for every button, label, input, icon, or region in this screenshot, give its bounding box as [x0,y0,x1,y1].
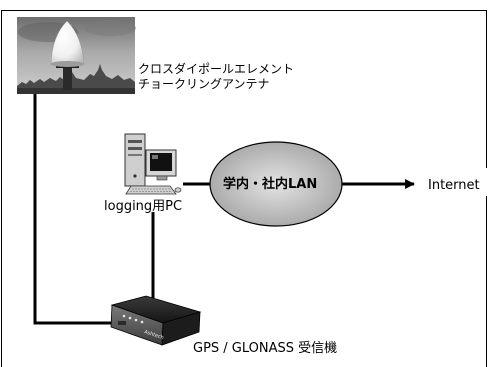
lan-label: 学内・社内LAN [223,177,318,192]
antenna-label-line2: チョークリングアンテナ [138,77,270,91]
connections [33,94,214,325]
receiver-label: GPS / GLONASS 受信機 [193,341,338,356]
gps-receiver-icon: Ashtech [110,295,202,346]
frame [1,10,487,367]
pc-icon [124,133,182,195]
receiver-brand: Ashtech [143,329,164,341]
antenna-label-line1: クロスダイポールエレメント [138,62,295,76]
antenna-photo [17,17,136,94]
internet-label: Internet [428,178,480,193]
antenna-label: クロスダイポールエレメント チョークリングアンテナ [138,62,294,92]
pc-label: logging用PC [104,199,183,214]
